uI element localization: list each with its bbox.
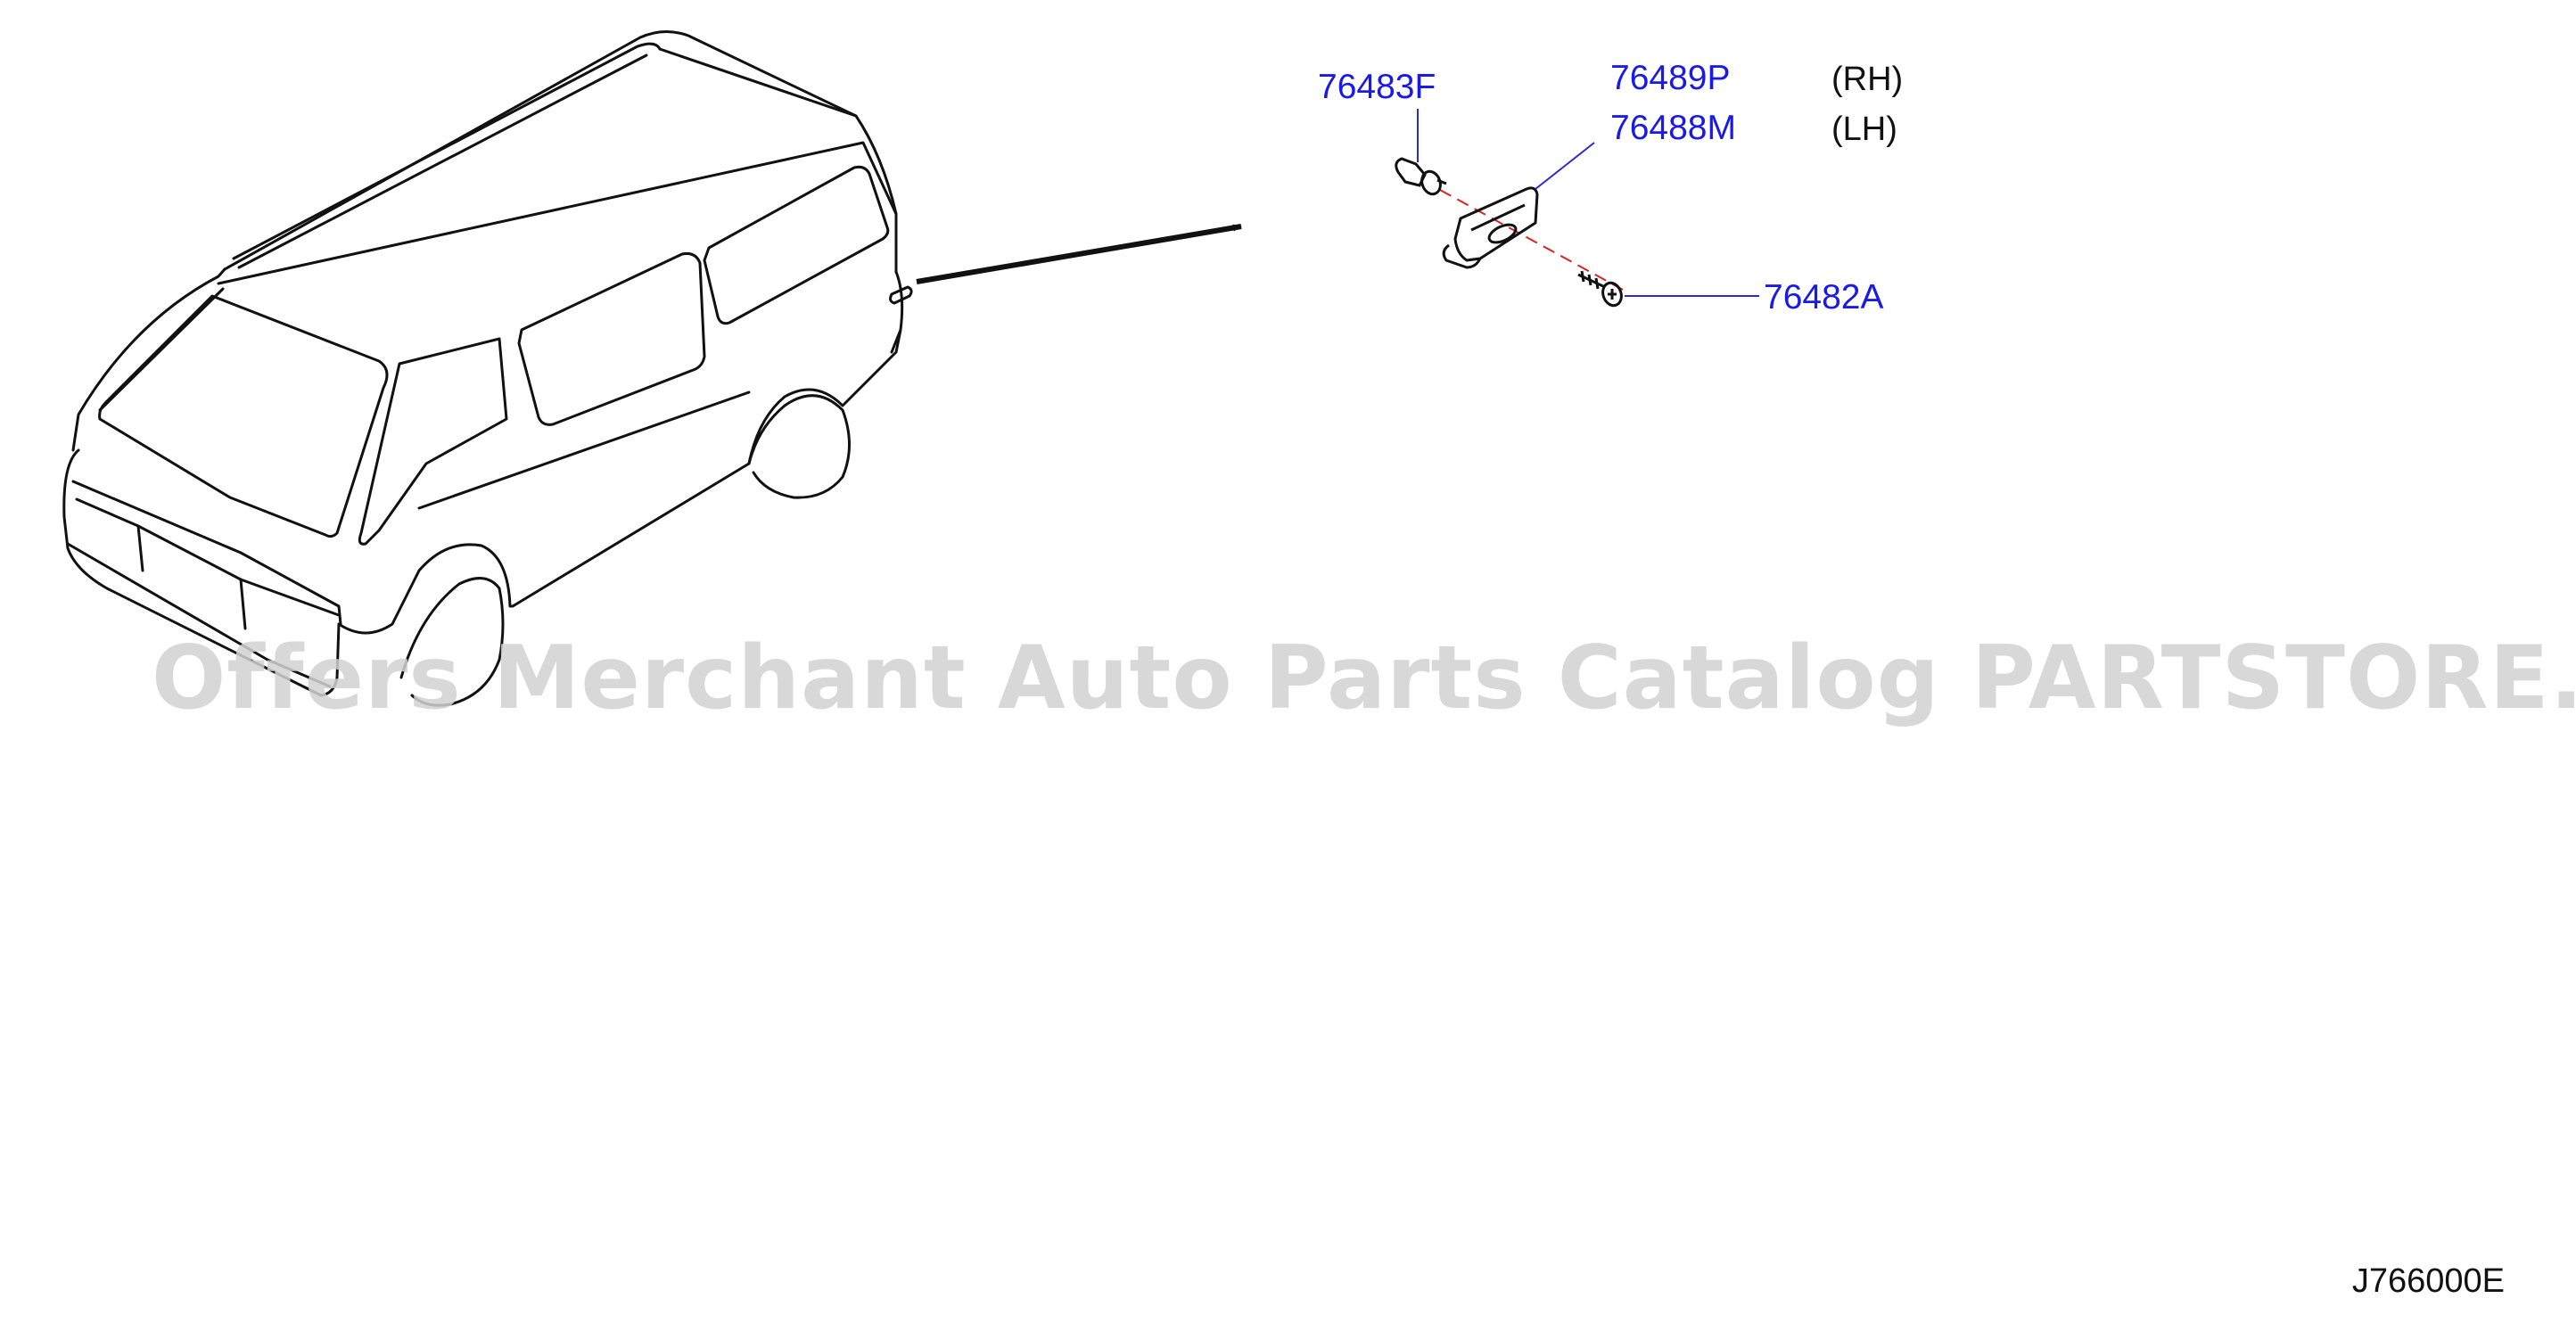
watermark-text: Offers Merchant Auto Parts Catalog PARTS… [152,628,2576,729]
lamp-housing-icon[interactable] [1442,186,1539,269]
pointer-arrow [916,224,1242,284]
side-label-rh: (RH) [1831,61,1904,98]
part-number-76483f[interactable]: 76483F [1318,68,1436,106]
part-number-76482a[interactable]: 76482A [1764,278,1884,316]
side-label-lh: (LH) [1831,111,1897,148]
exploded-parts [1395,109,1759,308]
part-number-76489p[interactable]: 76489P [1610,59,1731,97]
van-illustration [62,30,913,707]
diagram-code: J766000E [2351,1262,2505,1300]
part-number-76488m[interactable]: 76488M [1610,109,1736,147]
screw-icon[interactable] [1577,270,1625,308]
bulb-icon[interactable] [1395,157,1447,197]
